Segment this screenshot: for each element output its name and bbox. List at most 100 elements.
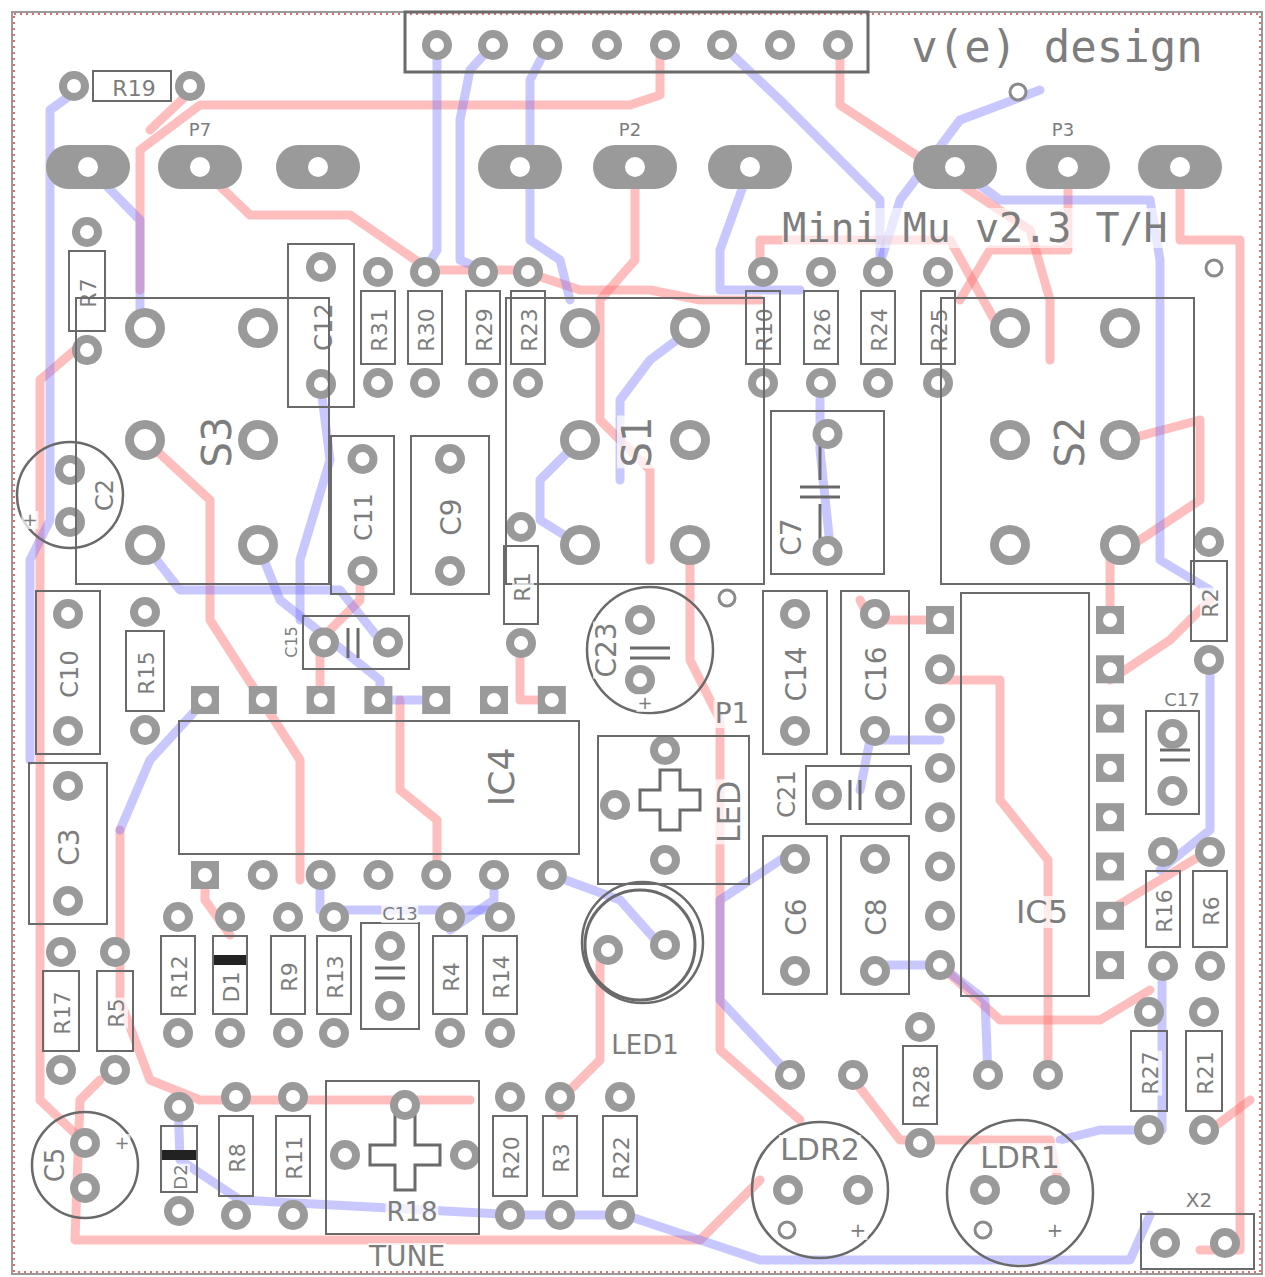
pad-hole bbox=[999, 534, 1021, 556]
part-reference: C5 bbox=[42, 1147, 68, 1184]
pad-hole bbox=[541, 38, 555, 52]
round-pad bbox=[1210, 1228, 1240, 1258]
ic-outline: IC5 bbox=[960, 592, 1090, 997]
circle-outline bbox=[947, 1120, 1093, 1266]
square-pad bbox=[364, 686, 392, 714]
resistor-outline: R14 bbox=[482, 935, 518, 1015]
pad-hole bbox=[314, 868, 328, 882]
pad-hole bbox=[327, 910, 341, 924]
trace bbox=[120, 830, 470, 1100]
part-reference: R5 bbox=[106, 997, 128, 1028]
round-pad bbox=[925, 704, 955, 734]
resistor-outline: R20 bbox=[492, 1115, 528, 1197]
round-pad bbox=[860, 956, 890, 986]
round-pad bbox=[319, 902, 349, 932]
part-reference: C7 bbox=[778, 517, 806, 556]
pad-hole bbox=[521, 376, 535, 390]
diode-band bbox=[162, 1150, 196, 1160]
resistor-outline: R28 bbox=[902, 1045, 938, 1125]
pad-hole bbox=[256, 868, 270, 882]
round-pad bbox=[450, 1140, 480, 1170]
pad-hole bbox=[247, 534, 269, 556]
round-pad bbox=[1040, 1175, 1070, 1205]
round-pad bbox=[330, 1140, 360, 1170]
square-pad bbox=[538, 686, 566, 714]
trace bbox=[1110, 420, 1200, 620]
pad-hole bbox=[327, 1026, 341, 1040]
pad-hole bbox=[172, 1204, 186, 1218]
round-pad bbox=[46, 937, 76, 967]
round-pad bbox=[1158, 719, 1188, 749]
part-reference: + bbox=[21, 511, 38, 529]
resistor-outline: R17 bbox=[42, 970, 80, 1052]
switch-pad bbox=[1100, 308, 1140, 348]
pad-hole bbox=[871, 265, 885, 279]
led-cross bbox=[640, 770, 700, 830]
trace bbox=[820, 380, 830, 545]
round-pad bbox=[650, 30, 680, 60]
round-pad bbox=[273, 902, 303, 932]
round-pad bbox=[605, 1200, 635, 1230]
pad-hole bbox=[1197, 1123, 1211, 1137]
pot-name: P7 bbox=[189, 121, 211, 139]
round-pad bbox=[748, 257, 778, 287]
electrolytic-outline: C23+ bbox=[585, 585, 715, 715]
round-pad bbox=[363, 860, 393, 890]
round-pad bbox=[780, 599, 810, 629]
part-reference: R10 bbox=[754, 307, 776, 352]
cap-plate bbox=[1160, 759, 1190, 762]
pad-hole bbox=[846, 1068, 860, 1082]
capacitor-outline: C21 bbox=[805, 765, 912, 825]
round-pad bbox=[410, 368, 440, 398]
pad-hole bbox=[398, 1098, 412, 1112]
round-pad bbox=[860, 716, 890, 746]
part-reference: LDR2 bbox=[779, 1135, 861, 1165]
part-reference: R7 bbox=[78, 277, 100, 308]
part-reference: + bbox=[849, 1220, 868, 1240]
square-pad bbox=[1096, 951, 1124, 979]
board-credit: v(e) design bbox=[911, 25, 1202, 69]
via bbox=[719, 590, 735, 606]
round-pad bbox=[863, 368, 893, 398]
pad-hole bbox=[171, 910, 185, 924]
round-pad bbox=[163, 1018, 193, 1048]
round-pad bbox=[823, 30, 853, 60]
diode-outline: D2 bbox=[160, 1125, 198, 1193]
part-reference: C11 bbox=[352, 492, 376, 541]
switch-outline: S2 bbox=[940, 297, 1195, 585]
pad-hole bbox=[493, 910, 507, 924]
pad-hole bbox=[338, 1148, 352, 1162]
round-pad bbox=[435, 1018, 465, 1048]
part-reference: R21 bbox=[1195, 1050, 1217, 1095]
pad-hole bbox=[229, 1208, 243, 1222]
pad-hole bbox=[134, 317, 156, 339]
pot-pad bbox=[276, 145, 360, 189]
round-pad bbox=[306, 252, 336, 282]
part-reference: R3 bbox=[551, 1142, 573, 1173]
pad-hole bbox=[108, 945, 122, 959]
round-pad bbox=[600, 790, 630, 820]
pad-hole bbox=[223, 1026, 237, 1040]
pad-hole bbox=[443, 564, 457, 578]
via bbox=[975, 1222, 991, 1238]
trace bbox=[625, 1215, 1150, 1260]
round-pad bbox=[860, 599, 890, 629]
pad-hole bbox=[1109, 429, 1131, 451]
part-reference: C23 bbox=[593, 621, 621, 678]
switch-pad bbox=[670, 525, 710, 565]
switch-pad bbox=[1100, 420, 1140, 460]
switch-pad bbox=[238, 308, 278, 348]
round-pad bbox=[215, 1018, 245, 1048]
round-pad bbox=[545, 1200, 575, 1230]
capacitor-outline: C8 bbox=[840, 835, 910, 995]
cap-plate bbox=[849, 780, 852, 810]
round-pad bbox=[435, 902, 465, 932]
square-pad bbox=[480, 686, 508, 714]
part-reference: TUNE bbox=[368, 1243, 446, 1271]
pad-hole bbox=[1142, 1123, 1156, 1137]
pad-hole bbox=[493, 1026, 507, 1040]
switch-pad bbox=[238, 420, 278, 460]
resistor-outline: R10 bbox=[745, 290, 781, 365]
pad-hole bbox=[1142, 1005, 1156, 1019]
round-pad bbox=[495, 1082, 525, 1112]
